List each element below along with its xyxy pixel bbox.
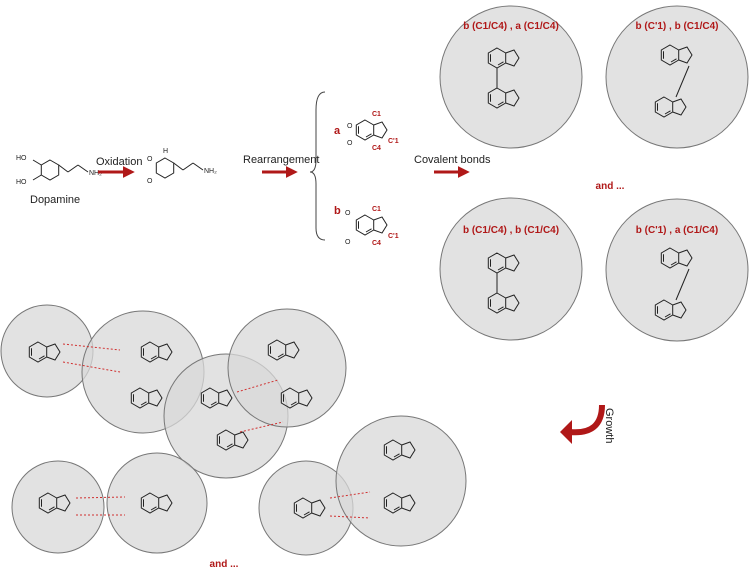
label-c4-a: C4	[372, 145, 381, 152]
atom-o-a2: O	[347, 140, 353, 147]
dopamine-label: Dopamine	[30, 194, 80, 206]
label-c1p-a: C'1	[388, 138, 399, 145]
dimer-2: b (C'1) , b (C1/C4)	[605, 5, 749, 149]
aggregate-cluster	[0, 304, 467, 556]
and-more-bottom: and ...	[210, 559, 239, 570]
atom-o-b1: O	[345, 210, 351, 217]
dimer-3: b (C1/C4) , b (C1/C4)	[439, 197, 583, 341]
and-more-top: and ...	[596, 181, 625, 192]
dimer-4-caption: b (C'1) , a (C1/C4)	[636, 225, 718, 236]
dimer-3-caption: b (C1/C4) , b (C1/C4)	[463, 225, 559, 236]
atom-o-1: O	[147, 156, 153, 163]
growth-label: Growth	[603, 408, 615, 443]
brace	[309, 91, 326, 241]
covalent-bonds-label: Covalent bonds	[414, 154, 491, 166]
intermediate-a-label: a	[334, 125, 341, 137]
growth-arrow	[560, 404, 605, 444]
atom-nh2: NH₂	[89, 170, 102, 177]
dimer-2-caption: b (C'1) , b (C1/C4)	[636, 21, 719, 32]
dimer-1: b (C1/C4) , a (C1/C4)	[439, 5, 583, 149]
dimer-4: b (C'1) , a (C1/C4)	[605, 198, 749, 342]
atom-h-q: H	[163, 148, 168, 155]
label-c1-a: C1	[372, 111, 381, 118]
intermediate-a-structure: C1 C4 C'1 O O	[347, 111, 399, 152]
atom-o-b2: O	[345, 239, 351, 246]
intermediate-b-label: b	[334, 205, 341, 217]
oxidation-label: Oxidation	[96, 156, 142, 168]
atom-nh2-q: NH₂	[204, 168, 217, 175]
dopamine-structure: HO HO NH₂	[16, 155, 102, 186]
dimer-1-caption: b (C1/C4) , a (C1/C4)	[463, 21, 559, 32]
intermediate-b-structure: C1 C4 C'1 O O	[345, 206, 399, 247]
label-c1-b: C1	[372, 206, 381, 213]
atom-ho-2: HO	[16, 179, 27, 186]
label-c1p-b: C'1	[388, 233, 399, 240]
atom-o-a1: O	[347, 123, 353, 130]
rearrangement-label: Rearrangement	[243, 154, 319, 166]
dopamine-quinone-structure: O O H NH₂	[147, 148, 217, 185]
label-c4-b: C4	[372, 240, 381, 247]
atom-o-2: O	[147, 178, 153, 185]
atom-ho-1: HO	[16, 155, 27, 162]
